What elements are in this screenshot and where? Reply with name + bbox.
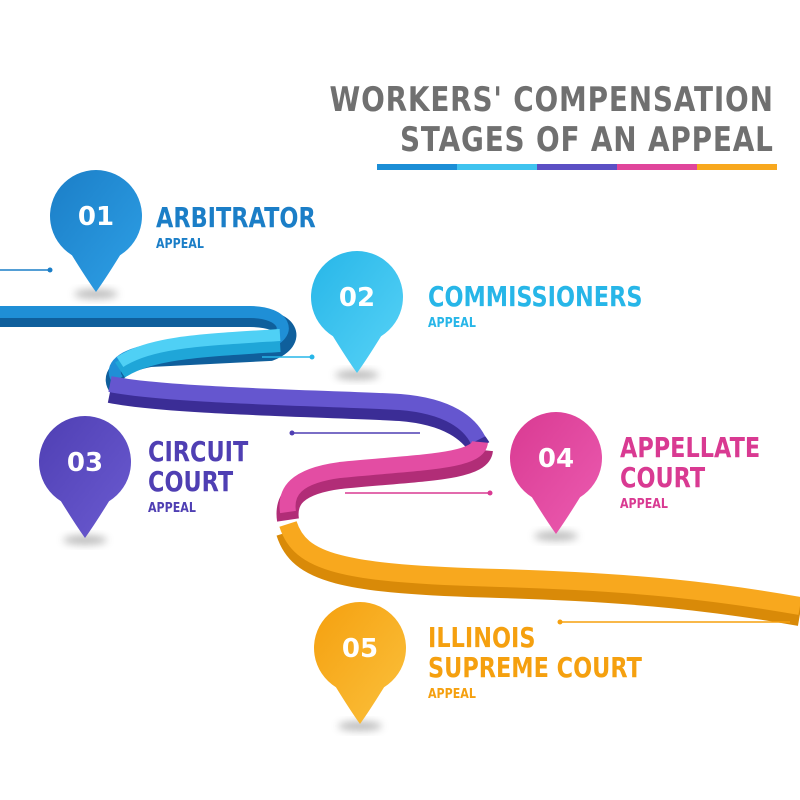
pin-marker-icon: [50, 169, 142, 292]
road-segment-2-side: [115, 334, 281, 378]
stage-sub-label: APPEAL: [148, 501, 196, 516]
pin-shadow: [338, 721, 382, 731]
stage-name: COMMISSIONERS: [428, 280, 643, 313]
stage-name: COURT: [148, 465, 234, 498]
stage-label-01: ARBITRATOR APPEAL: [156, 203, 356, 253]
pin-number: 01: [78, 202, 114, 232]
stage-sub-label: APPEAL: [156, 237, 204, 252]
pin-05: 05: [313, 602, 406, 731]
pin-number: 02: [339, 283, 375, 313]
pin-shadow: [74, 289, 118, 299]
stage-sub-label: APPEAL: [620, 497, 668, 512]
title-bar-segment-3: [537, 164, 617, 170]
pin-01: 01: [50, 169, 142, 299]
pin-marker-icon: [313, 602, 406, 724]
pin-marker-icon: [311, 251, 404, 373]
pin-shadow: [335, 370, 379, 380]
connector-lines: [0, 267, 790, 625]
stage-label-02: COMMISSIONERS APPEAL: [428, 282, 696, 332]
road-segment-5: [279, 520, 800, 615]
stage-name: SUPREME COURT: [428, 651, 642, 684]
pin-03: 03: [38, 415, 131, 545]
diagram-title: WORKERS' COMPENSATION STAGES OF AN APPEA…: [330, 80, 774, 160]
pin-shadow: [63, 535, 107, 545]
stage-name: ARBITRATOR: [156, 201, 316, 234]
title-bar-segment-1: [377, 164, 457, 170]
road-segment-4: [279, 439, 488, 514]
pins-layer: 01 02 03 04 05: [38, 169, 602, 731]
stage-name: APPELLATE: [620, 431, 761, 464]
road-segment-3: [108, 376, 486, 444]
pin-marker-icon: [510, 412, 602, 534]
title-line-1: WORKERS' COMPENSATION: [329, 80, 774, 120]
road-path: [0, 306, 800, 626]
pin-number: 03: [67, 448, 103, 478]
pin-number: 04: [538, 444, 574, 474]
pin-02: 02: [311, 251, 404, 380]
pin-shadow: [534, 531, 578, 541]
title-bar-segment-4: [617, 164, 697, 170]
stage-name: CIRCUIT: [148, 435, 249, 468]
stage-sub-label: APPEAL: [428, 316, 476, 331]
title-line-2: STAGES OF AN APPEAL: [400, 120, 774, 160]
title-underline-bar: [377, 164, 777, 170]
stage-name: COURT: [620, 461, 706, 494]
stage-name: ILLINOIS: [428, 621, 536, 654]
pin-marker-icon: [38, 415, 131, 538]
pin-number: 05: [342, 634, 378, 664]
title-bar-segment-2: [457, 164, 537, 170]
pin-04: 04: [510, 412, 602, 541]
title-bar-segment-5: [697, 164, 777, 170]
road-segment-2: [116, 329, 281, 368]
stage-sub-label: APPEAL: [428, 687, 476, 702]
